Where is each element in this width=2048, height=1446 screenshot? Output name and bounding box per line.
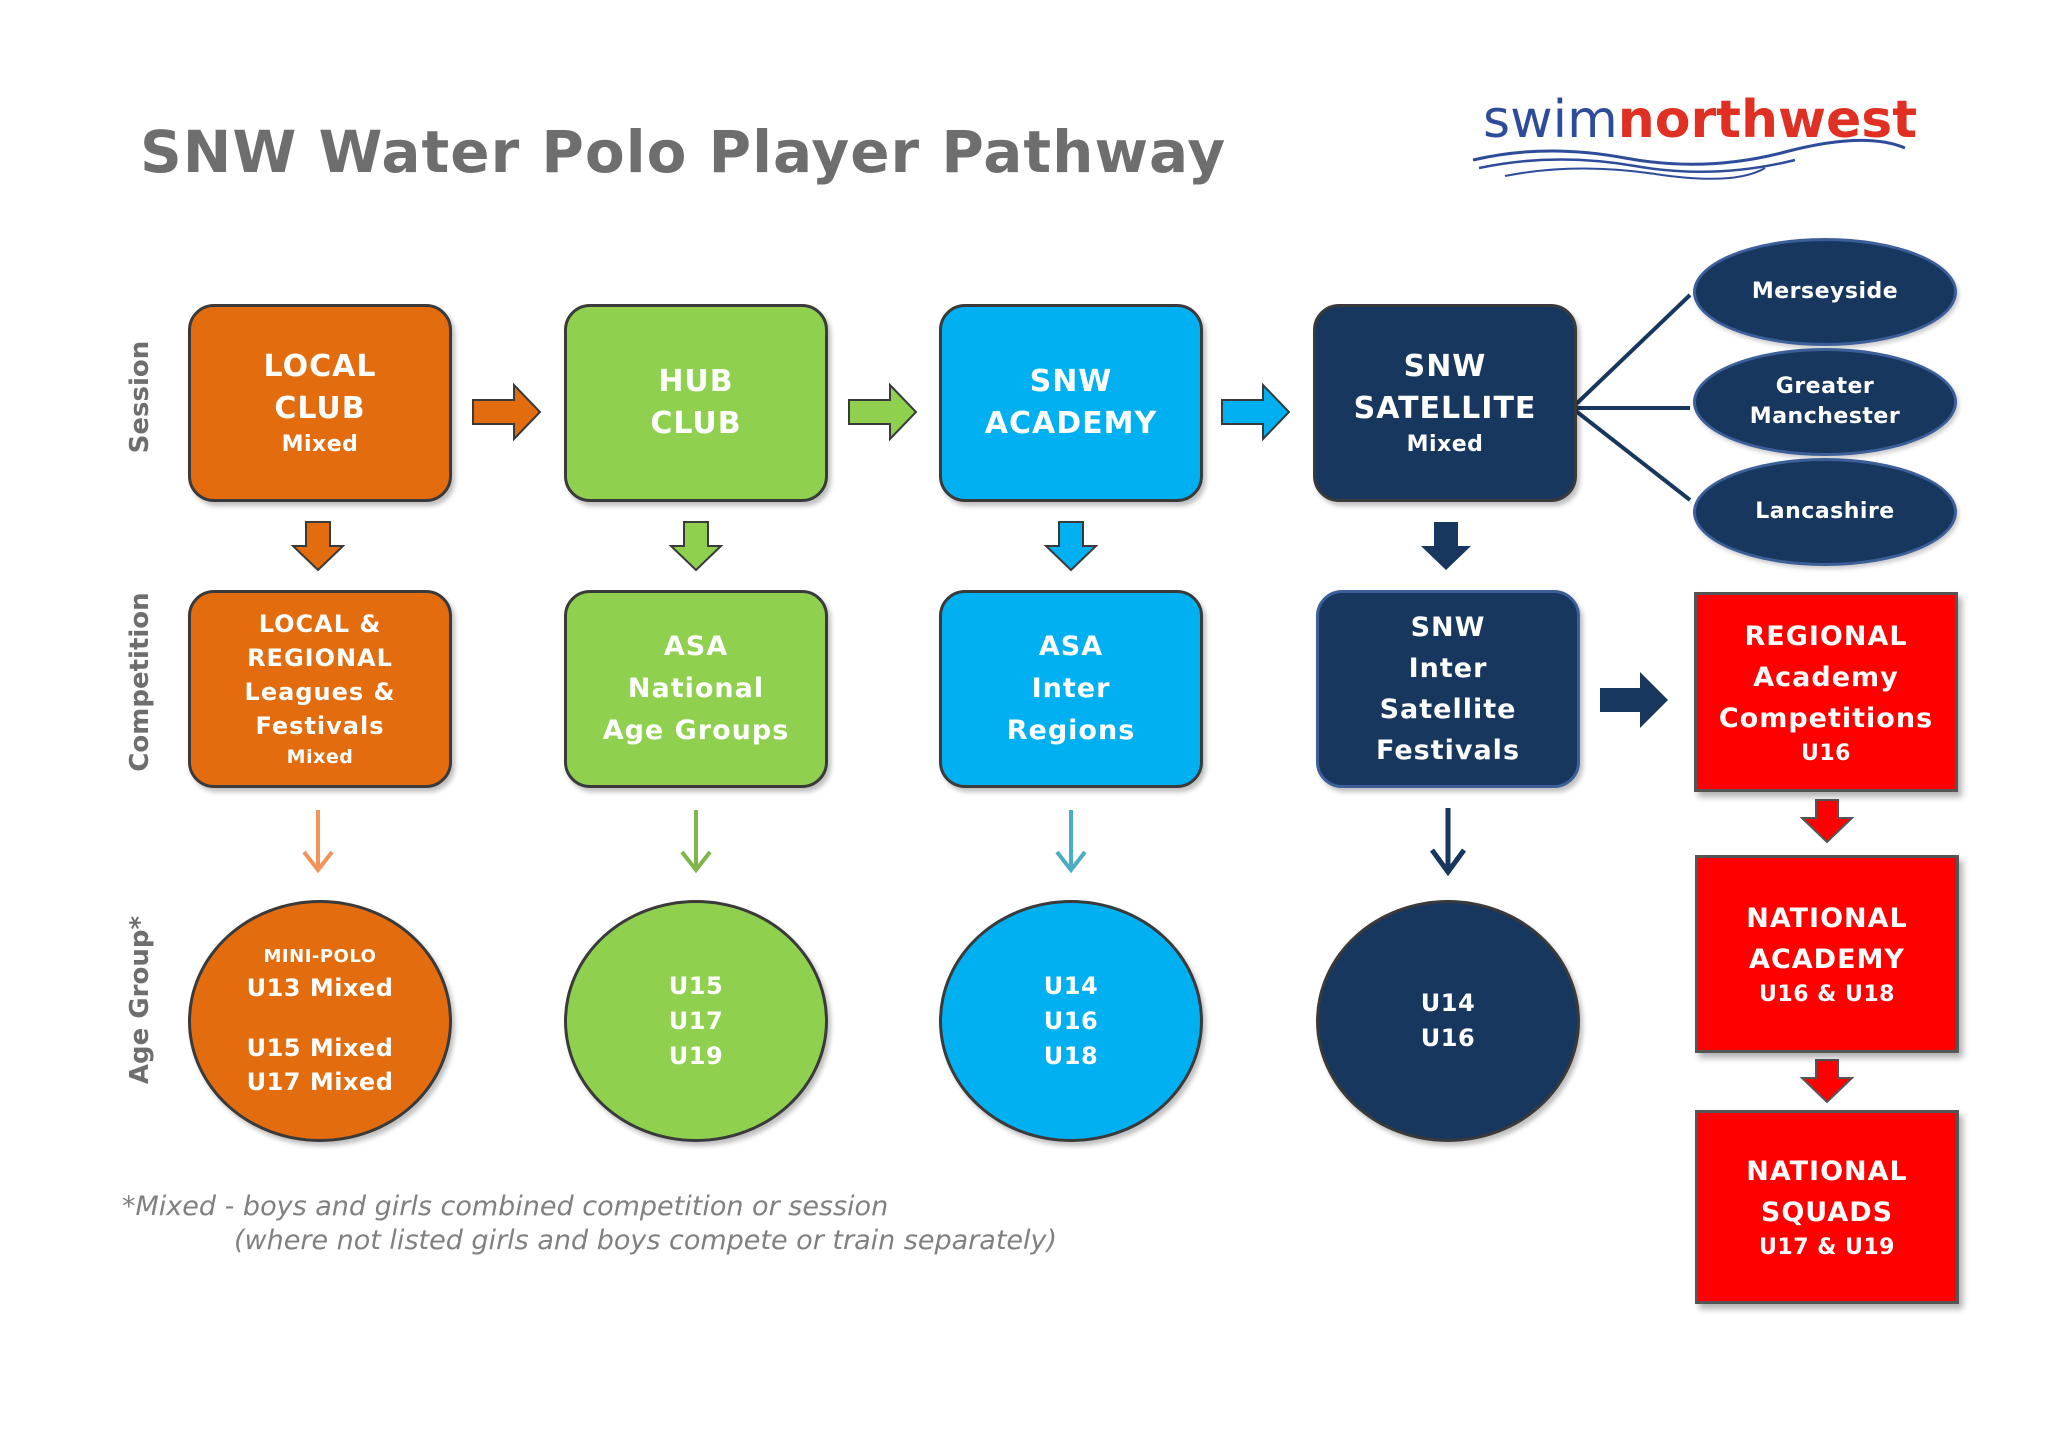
satellite-merseyside-label: Merseyside bbox=[1751, 279, 1899, 304]
satellite-lancashire-label: Lancashire bbox=[1755, 499, 1895, 524]
competition-local-regional: LOCAL & REGIONAL Leagues & Festivals Mix… bbox=[188, 590, 452, 788]
national-academy-age: U16 & U18 bbox=[1759, 982, 1895, 1007]
session-local-mixed: Mixed bbox=[281, 432, 359, 457]
arrow-thin-satellite bbox=[1429, 808, 1467, 877]
arrow-down-satellite bbox=[1421, 522, 1471, 570]
arrow-down-hub bbox=[668, 521, 724, 572]
session-local-line1: LOCAL bbox=[263, 349, 377, 384]
competition-local-line2: REGIONAL bbox=[247, 644, 393, 672]
competition-local-mixed: Mixed bbox=[286, 746, 354, 768]
session-hub-line2: CLUB bbox=[650, 406, 742, 441]
satellite-lancashire: Lancashire bbox=[1693, 458, 1957, 566]
session-snw-academy: SNW ACADEMY bbox=[939, 304, 1203, 502]
national-academy: NATIONAL ACADEMY U16 & U18 bbox=[1695, 855, 1959, 1053]
footnote-line2: (where not listed girls and boys compete… bbox=[234, 1225, 1058, 1256]
age-local-circle: MINI-POLO U13 Mixed U15 Mixed U17 Mixed bbox=[188, 900, 452, 1142]
competition-satellite-line1: SNW bbox=[1410, 612, 1486, 643]
age-local-u15: U15 Mixed bbox=[246, 1034, 394, 1062]
competition-academy-line1: ASA bbox=[1038, 631, 1104, 662]
regional-line1: REGIONAL bbox=[1744, 620, 1908, 652]
satellite-manchester-line1: Greater bbox=[1775, 374, 1875, 399]
satellite-merseyside: Merseyside bbox=[1693, 238, 1957, 346]
page-title: SNW Water Polo Player Pathway bbox=[140, 118, 1227, 186]
age-local-u13: U13 Mixed bbox=[246, 974, 394, 1002]
regional-line3: Competitions bbox=[1718, 702, 1934, 734]
competition-academy-line3: Regions bbox=[1006, 715, 1136, 746]
competition-hub-line3: Age Groups bbox=[602, 715, 790, 746]
arrow-right-satellite-to-regional bbox=[1600, 672, 1668, 728]
arrow-right-academy-to-satellite bbox=[1221, 382, 1291, 442]
competition-local-line4: Festivals bbox=[255, 712, 385, 740]
competition-local-line1: LOCAL & bbox=[258, 610, 382, 638]
arrow-thin-hub bbox=[680, 810, 712, 874]
footnote-line1: *Mixed - boys and girls combined competi… bbox=[122, 1191, 889, 1222]
arrow-down-academy bbox=[1043, 521, 1099, 572]
competition-academy-line2: Inter bbox=[1031, 673, 1111, 704]
competition-snw-inter-satellite: SNW Inter Satellite Festivals bbox=[1316, 590, 1580, 788]
competition-satellite-line2: Inter bbox=[1408, 653, 1488, 684]
competition-local-line3: Leagues & bbox=[244, 678, 396, 706]
logo-wave-icon bbox=[1472, 138, 1906, 180]
session-satellite-line2: SATELLITE bbox=[1353, 391, 1537, 426]
national-squads-line2: SQUADS bbox=[1760, 1197, 1894, 1228]
arrow-thin-local bbox=[302, 810, 334, 874]
arrow-right-hub-to-academy bbox=[848, 382, 918, 442]
age-academy-u16: U16 bbox=[1043, 1006, 1099, 1035]
age-academy-circle: U14 U16 U18 bbox=[939, 900, 1203, 1142]
competition-hub-line1: ASA bbox=[663, 631, 729, 662]
session-hub-line1: HUB bbox=[658, 364, 734, 399]
arrow-down-regional-to-academy bbox=[1799, 799, 1855, 844]
national-academy-line1: NATIONAL bbox=[1746, 903, 1908, 934]
session-local-club: LOCAL CLUB Mixed bbox=[188, 304, 452, 502]
arrow-right-local-to-hub bbox=[472, 382, 542, 442]
session-local-line2: CLUB bbox=[274, 391, 366, 426]
arrow-down-local bbox=[290, 521, 346, 572]
session-hub-club: HUB CLUB bbox=[564, 304, 828, 502]
regional-line2: Academy bbox=[1753, 661, 1899, 693]
competition-satellite-line4: Festivals bbox=[1375, 735, 1521, 766]
competition-hub-line2: National bbox=[627, 673, 765, 704]
competition-satellite-line3: Satellite bbox=[1379, 694, 1517, 725]
regional-academy-competitions: REGIONAL Academy Competitions U16 bbox=[1694, 592, 1958, 792]
arrow-down-academy-to-squads bbox=[1799, 1059, 1855, 1104]
competition-asa-national: ASA National Age Groups bbox=[564, 590, 828, 788]
satellite-line-lancashire bbox=[1570, 406, 1692, 502]
logo-swim-text: swim bbox=[1483, 90, 1618, 150]
session-academy-line1: SNW bbox=[1029, 364, 1113, 399]
age-academy-u14: U14 bbox=[1043, 971, 1099, 1000]
age-hub-circle: U15 U17 U19 bbox=[564, 900, 828, 1142]
age-satellite-u16: U16 bbox=[1420, 1024, 1476, 1052]
age-local-u17: U17 Mixed bbox=[246, 1068, 394, 1096]
session-academy-line2: ACADEMY bbox=[984, 406, 1158, 441]
age-local-minipolo: MINI-POLO bbox=[263, 946, 377, 967]
satellite-greater-manchester: Greater Manchester bbox=[1693, 348, 1957, 456]
national-squads-line1: NATIONAL bbox=[1746, 1156, 1908, 1187]
national-academy-line2: ACADEMY bbox=[1749, 944, 1905, 975]
session-snw-satellite: SNW SATELLITE Mixed bbox=[1313, 304, 1577, 502]
age-satellite-circle: U14 U16 bbox=[1316, 900, 1580, 1142]
satellite-manchester-line2: Manchester bbox=[1749, 404, 1901, 429]
age-hub-u19: U19 bbox=[668, 1041, 724, 1070]
regional-age: U16 bbox=[1801, 740, 1851, 766]
age-satellite-u14: U14 bbox=[1420, 989, 1476, 1017]
national-squads: NATIONAL SQUADS U17 & U19 bbox=[1695, 1110, 1959, 1304]
age-academy-u18: U18 bbox=[1043, 1041, 1099, 1070]
session-satellite-mixed: Mixed bbox=[1406, 432, 1484, 457]
age-hub-u15: U15 bbox=[668, 971, 724, 1000]
footnote: *Mixed - boys and girls combined competi… bbox=[122, 1190, 1057, 1258]
swimnorthwest-logo: swimnorthwest bbox=[1465, 88, 1925, 188]
satellite-line-merseyside bbox=[1570, 293, 1692, 410]
age-hub-u17: U17 bbox=[668, 1006, 724, 1035]
national-squads-age: U17 & U19 bbox=[1759, 1235, 1895, 1260]
competition-asa-inter-regions: ASA Inter Regions bbox=[939, 590, 1203, 788]
arrow-thin-academy bbox=[1055, 810, 1087, 874]
session-satellite-line1: SNW bbox=[1403, 349, 1487, 384]
